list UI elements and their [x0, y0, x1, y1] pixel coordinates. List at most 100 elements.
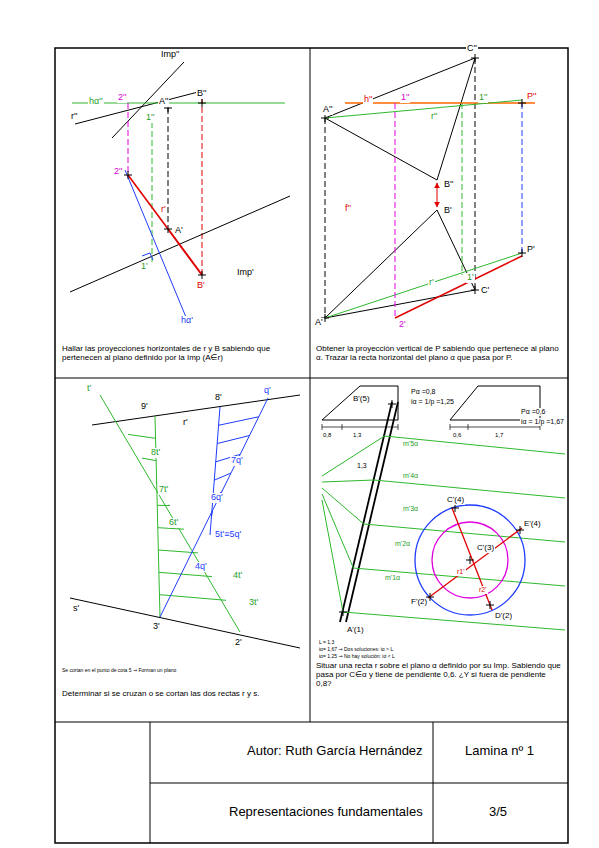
point-label: 5t'≡5q' — [214, 530, 242, 540]
rabatment-line — [322, 480, 374, 482]
hatch-line — [142, 458, 156, 461]
point-label: 3' — [152, 622, 161, 632]
point-label: m'5α — [402, 440, 419, 448]
point-label: Imp'' — [160, 50, 180, 60]
point-label: r' — [182, 418, 189, 428]
point-label: 2'' — [113, 167, 123, 177]
point-label: Lamina nº 1 — [464, 744, 535, 758]
point-label: 4t' — [232, 571, 243, 581]
hatch-line — [159, 572, 212, 576]
point-label: 1'' — [145, 113, 155, 123]
hatch-line — [156, 482, 158, 483]
point-marker — [339, 608, 347, 616]
point-label: 3t' — [248, 598, 259, 608]
panel-3 — [70, 395, 300, 648]
point-label: C' — [480, 286, 490, 296]
hatch-line — [128, 434, 156, 438]
point-label: A' — [314, 318, 324, 328]
point-label: 7q' — [230, 456, 244, 466]
level-line — [353, 568, 565, 586]
point-label: 0,8 — [322, 432, 332, 439]
point-label: s' — [72, 604, 80, 614]
point-label: 2' — [398, 320, 407, 330]
point-label: C'' — [466, 44, 478, 54]
point-label: 2'' — [117, 93, 127, 103]
point-label: Pα =0,8 — [410, 388, 436, 396]
point-label: 1'' — [400, 93, 410, 103]
point-label: C'(4) — [446, 496, 465, 505]
panel-4 — [322, 386, 565, 630]
point-label: B' — [196, 281, 206, 291]
panel-2 — [321, 54, 535, 322]
point-label: 8' — [214, 393, 223, 403]
point-label: r'' — [430, 112, 438, 122]
level-line — [343, 612, 565, 630]
point-label: A'' — [322, 105, 333, 115]
point-label: 0,6 — [452, 432, 462, 439]
point-label: 1,3 — [352, 432, 362, 439]
point-label: Autor: Ruth García Hernández — [246, 744, 424, 758]
point-label: 3/5 — [488, 805, 508, 819]
point-label: A'' — [158, 97, 169, 107]
point-label: r'' — [70, 112, 78, 122]
caption-text: Determinar si se cruzan o se cortan las … — [62, 690, 307, 699]
point-label: hα'' — [88, 97, 104, 107]
point-label: r' — [160, 205, 167, 215]
hatch-line — [214, 473, 231, 480]
point-label: A'(1) — [346, 626, 365, 635]
point-label: m'4α — [402, 472, 419, 480]
point-label: iα = 1/p =1,67 — [520, 418, 565, 426]
point-label: B'(5) — [352, 395, 371, 404]
point-label: 2' — [234, 638, 243, 648]
point-label: C'(3) — [476, 544, 495, 553]
caption-text: Hallar las proyecciones horizontales de … — [62, 345, 307, 363]
point-label: D'(2) — [494, 612, 513, 621]
point-label: m'2α — [394, 540, 411, 548]
point-label: r2' — [478, 586, 488, 594]
point-label: 1' — [140, 262, 149, 272]
point-label: iα= 1,25 ⇒ No hay solución: iα < L — [318, 654, 396, 660]
point-label: q' — [263, 386, 272, 396]
point-label: 6t' — [168, 518, 179, 528]
point-label: Imp' — [236, 268, 255, 278]
level-line — [374, 480, 565, 498]
caption-text: Obtener la proyección vertical de P sabi… — [316, 345, 561, 363]
point-label: 1'' — [478, 93, 488, 103]
point-label: m'3α — [402, 505, 419, 513]
rabatment-line — [322, 436, 385, 476]
point-label: Pα =0,6 — [520, 408, 546, 416]
point-label: m'1α — [384, 574, 401, 582]
point-label: iα = 1/p =1,25 — [410, 398, 455, 406]
rabatment-line — [322, 488, 364, 524]
level-line — [385, 436, 565, 454]
caption-text: Se cortan en el punto de cota 5 ⇒ Forman… — [62, 668, 302, 674]
point-marker — [451, 504, 459, 512]
point-label: hα' — [180, 316, 194, 326]
panel-1 — [70, 62, 290, 322]
point-label: P'' — [526, 92, 537, 102]
point-marker — [486, 601, 494, 609]
point-label: 1,3 — [356, 462, 368, 470]
point-label: B'' — [443, 180, 454, 190]
point-label: 4q' — [194, 562, 208, 572]
point-label: P' — [526, 245, 536, 255]
hatch-line — [158, 528, 184, 530]
point-label: E'(4) — [523, 520, 542, 529]
point-label: B'' — [196, 89, 207, 99]
rabatment-line — [322, 494, 353, 568]
hatch-line — [157, 505, 170, 506]
point-label: B' — [443, 206, 453, 216]
point-label: 9' — [140, 402, 149, 412]
hatch-line — [219, 417, 259, 426]
point-label: 1' — [466, 273, 475, 283]
point-marker — [466, 556, 474, 564]
point-label: 8t' — [150, 448, 161, 458]
rabatment-line — [322, 500, 343, 612]
point-label: f'' — [344, 204, 352, 214]
point-label: 6q' — [210, 493, 224, 503]
point-label: Representaciones fundamentales — [228, 805, 424, 819]
hatch-line — [211, 511, 212, 517]
point-label: t' — [86, 384, 92, 394]
point-label: r1' — [456, 568, 466, 576]
